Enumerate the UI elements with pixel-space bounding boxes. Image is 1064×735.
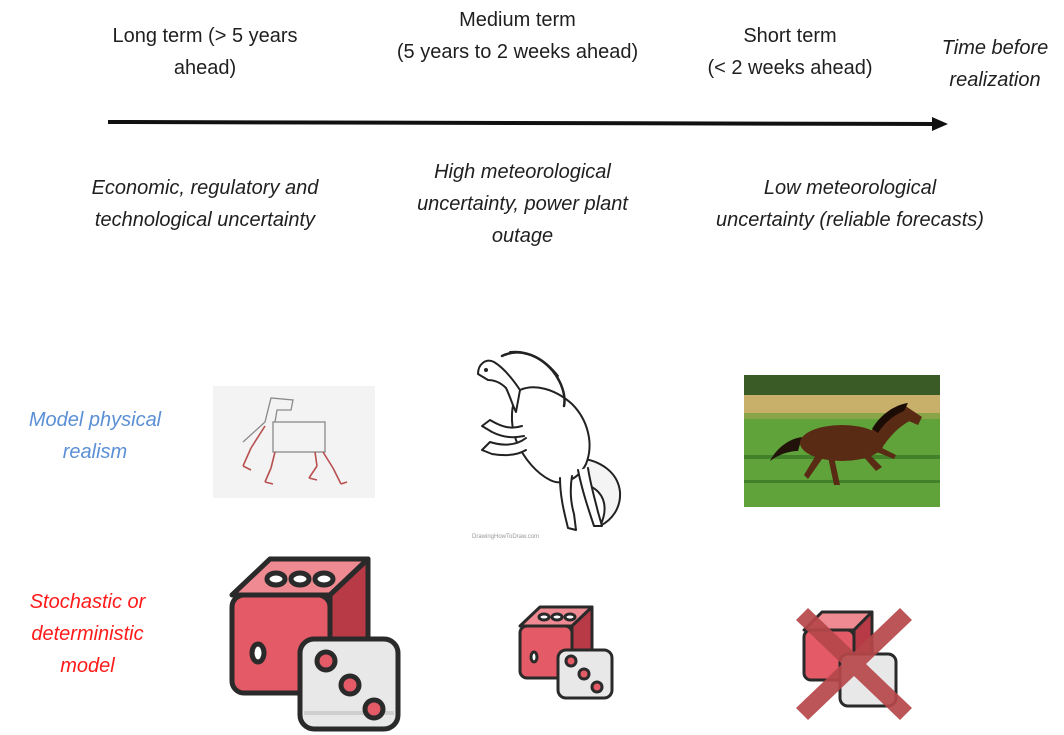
dice-large-icon <box>229 556 401 732</box>
sketch-watermark: DrawingHowToDraw.com <box>472 534 539 540</box>
stochastic-deterministic-label: Stochastic or deterministic model <box>29 591 146 677</box>
medium-term-uncertainty: High meteorological uncertainty, power p… <box>417 161 628 247</box>
rearing-horse-icon: DrawingHowToDraw.com <box>472 350 622 540</box>
cross-icon <box>796 608 912 720</box>
time-axis-label: Time before realization <box>941 37 1049 91</box>
timeline-arrow <box>107 117 948 131</box>
long-term-uncertainty: Economic, regulatory and technological u… <box>91 177 319 231</box>
short-term-label: Short term (< 2 weeks ahead) <box>707 25 873 79</box>
long-term-label: Long term (> 5 years ahead) <box>112 25 298 79</box>
stick-horse-icon <box>213 386 375 498</box>
short-term-uncertainty: Low meteorological uncertainty (reliable… <box>716 177 984 231</box>
medium-term-label: Medium term (5 years to 2 weeks ahead) <box>396 9 639 63</box>
running-horse-photo-icon <box>744 375 940 507</box>
dice-small-icon <box>518 605 614 700</box>
model-physical-realism-label: Model physical realism <box>28 409 162 463</box>
dice-crossed-icon <box>796 608 912 720</box>
